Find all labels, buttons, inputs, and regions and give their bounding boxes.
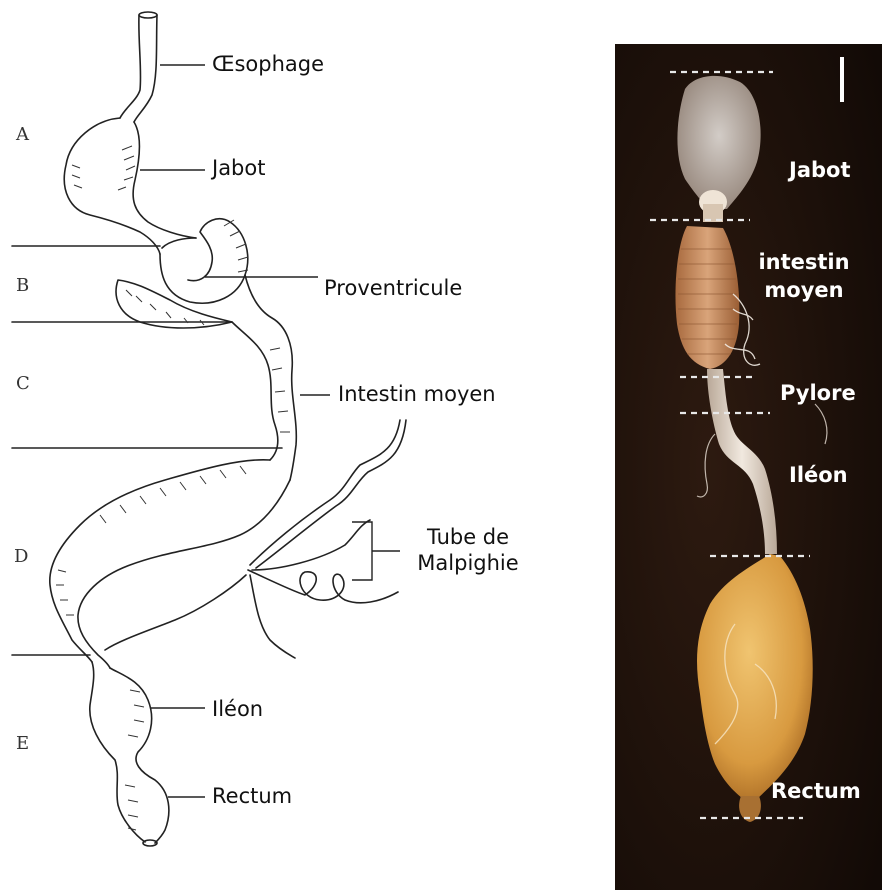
malpighian-tubule-4 xyxy=(250,575,295,658)
photo-label-ileon: Iléon xyxy=(789,461,848,489)
label-rectum: Rectum xyxy=(212,784,292,808)
midgut-tube xyxy=(232,322,278,460)
leader-tube-malpighie xyxy=(352,522,400,580)
photo-label-intestin-line2: moyen xyxy=(748,276,860,304)
label-tube-de-malpighie: Tube de Malpighie xyxy=(404,524,532,576)
label-oesophage: Œsophage xyxy=(212,52,324,76)
malpighian-tubule-3 xyxy=(105,575,246,650)
label-tube-line2: Malpighie xyxy=(404,550,532,576)
label-intestin-moyen: Intestin moyen xyxy=(338,382,496,406)
digestive-tract-drawing xyxy=(0,0,600,890)
proventriculus-outline xyxy=(160,219,248,303)
section-letter-a: A xyxy=(16,124,29,145)
section-letter-d: D xyxy=(14,546,28,567)
midgut-lower-outline xyxy=(50,460,270,662)
photo-label-intestin-moyen: intestin moyen xyxy=(748,248,860,304)
label-ileon: Iléon xyxy=(212,697,263,721)
malpighian-tubule-2 xyxy=(248,570,398,603)
label-jabot: Jabot xyxy=(212,156,265,180)
ileum-outline xyxy=(90,662,145,842)
section-letter-b: B xyxy=(16,275,29,296)
malpighian-tubule-1 xyxy=(250,420,400,565)
proventriculus-lower-lobe xyxy=(116,280,232,328)
crop-outline xyxy=(64,118,160,254)
label-tube-line1: Tube de xyxy=(404,524,532,550)
oesophagus-tube xyxy=(120,15,141,118)
photo-label-jabot: Jabot xyxy=(789,156,850,184)
label-proventricule: Proventricule xyxy=(324,276,462,300)
photo-label-intestin-line1: intestin xyxy=(748,248,860,276)
section-letter-c: C xyxy=(16,373,30,394)
photo-label-pylore: Pylore xyxy=(780,379,856,407)
section-letter-e: E xyxy=(16,733,29,754)
photo-label-rectum: Rectum xyxy=(771,777,861,805)
